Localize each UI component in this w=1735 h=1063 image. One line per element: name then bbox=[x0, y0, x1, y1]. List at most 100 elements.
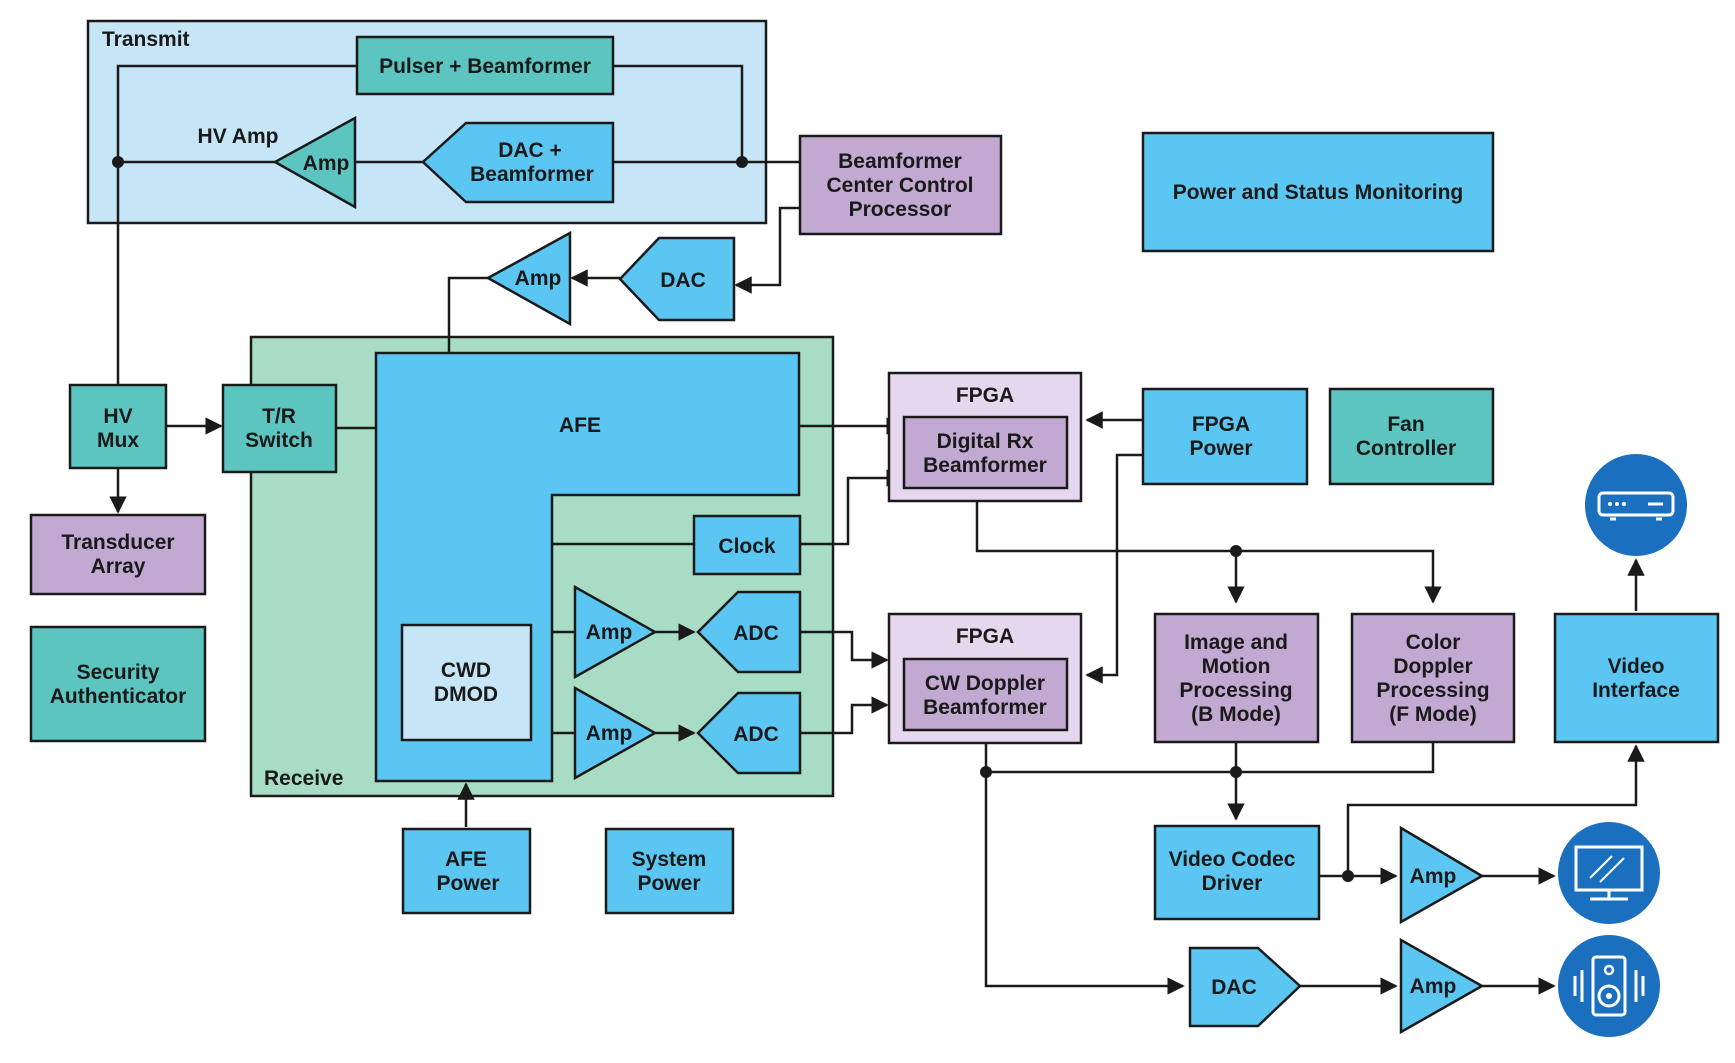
fpga-power-block bbox=[1141, 387, 1309, 486]
wire-adc1-cw bbox=[800, 630, 889, 669]
dac-bottom-label: DAC bbox=[1211, 976, 1257, 999]
amp-audio-text: Amp bbox=[1410, 975, 1457, 998]
amp-video-text: Amp bbox=[1410, 865, 1457, 888]
wire-fpgapower-cw bbox=[1085, 453, 1143, 684]
dac-label: DAC bbox=[660, 269, 706, 292]
fan-controller-block bbox=[1328, 387, 1495, 486]
transmit-label: Transmit bbox=[102, 28, 190, 51]
tr-switch-label-2: Switch bbox=[245, 429, 313, 452]
codec-label-2: Driver bbox=[1202, 872, 1263, 895]
fpga-2-label: FPGA bbox=[956, 625, 1014, 648]
dac-beamformer-block bbox=[421, 121, 615, 204]
cwd-dmod-label-2: DMOD bbox=[434, 683, 498, 706]
afe-power-label-1: AFE bbox=[445, 848, 487, 871]
color-label-2: Doppler bbox=[1393, 655, 1472, 678]
hv-mux-label-1: HV bbox=[103, 405, 132, 428]
set-top-box-icon bbox=[1585, 454, 1687, 556]
junction-dot bbox=[112, 156, 124, 168]
wire-pulser-loop bbox=[116, 64, 357, 413]
color-label-4: (F Mode) bbox=[1389, 703, 1476, 726]
bccp-label-1: Beamformer bbox=[838, 150, 962, 173]
afe-label: AFE bbox=[559, 414, 601, 437]
dac-block-bottom bbox=[1188, 946, 1302, 1028]
cwbf-label-2: Beamformer bbox=[923, 696, 1047, 719]
video-if-label-1: Video bbox=[1608, 655, 1665, 678]
system-power-label-2: Power bbox=[637, 872, 700, 895]
hv-amp-triangle bbox=[272, 115, 357, 210]
junction-dot bbox=[736, 156, 748, 168]
tr-switch-label-1: T/R bbox=[262, 405, 296, 428]
color-label-1: Color bbox=[1406, 631, 1461, 654]
dac-block bbox=[618, 236, 736, 322]
img-label-2: Motion bbox=[1202, 655, 1271, 678]
fpga-power-label-1: FPGA bbox=[1192, 413, 1250, 436]
transducer-label-1: Transducer bbox=[61, 531, 174, 554]
wire-amp-afe bbox=[447, 276, 488, 353]
afe-power-block bbox=[401, 827, 532, 915]
hv-amp-text: Amp bbox=[303, 152, 350, 175]
amp-tx-text: Amp bbox=[515, 267, 562, 290]
junction-dot bbox=[980, 766, 992, 778]
monitor-icon bbox=[1558, 822, 1660, 924]
video-if-label-2: Interface bbox=[1592, 679, 1680, 702]
security-label-1: Security bbox=[77, 661, 160, 684]
image-motion-processing-block bbox=[1153, 612, 1320, 744]
speaker-icon bbox=[1558, 935, 1660, 1037]
wire-bccp-dac bbox=[734, 206, 800, 294]
cw-doppler-beamformer-block bbox=[902, 657, 1069, 732]
fpga-1-label: FPGA bbox=[956, 384, 1014, 407]
hv-mux-block bbox=[68, 383, 168, 470]
amp-rx-1-text: Amp bbox=[586, 621, 633, 644]
pulser-beamformer-label: Pulser + Beamformer bbox=[379, 55, 591, 78]
drx-label-2: Beamformer bbox=[923, 454, 1047, 477]
amp-rx-2-text: Amp bbox=[586, 722, 633, 745]
pulser-beamformer-block bbox=[355, 35, 615, 96]
receive-label: Receive bbox=[264, 767, 343, 790]
cwbf-label-1: CW Doppler bbox=[925, 672, 1045, 695]
wire-adc2-cw bbox=[800, 696, 889, 735]
system-power-block bbox=[604, 827, 735, 915]
clock-label: Clock bbox=[718, 535, 776, 558]
system-power-label-1: System bbox=[632, 848, 707, 871]
color-doppler-processing-block bbox=[1350, 612, 1516, 744]
beamformer-center-control-processor bbox=[798, 134, 1003, 236]
color-label-3: Processing bbox=[1376, 679, 1489, 702]
dac-beamformer-label-2: Beamformer bbox=[470, 163, 594, 186]
cwd-dmod-block bbox=[400, 623, 533, 742]
img-label-3: Processing bbox=[1179, 679, 1292, 702]
fan-label-1: Fan bbox=[1387, 413, 1424, 436]
video-interface-block bbox=[1553, 612, 1720, 744]
bccp-label-3: Processor bbox=[849, 198, 952, 221]
wire-clock-drx bbox=[800, 469, 904, 546]
tr-switch-block bbox=[221, 383, 338, 474]
digital-rx-beamformer-block bbox=[902, 415, 1069, 490]
bccp-label-2: Center Control bbox=[827, 174, 974, 197]
amp-triangle-rx-2 bbox=[573, 685, 658, 781]
drx-label-1: Digital Rx bbox=[937, 430, 1034, 453]
afe-power-label-2: Power bbox=[436, 872, 499, 895]
cwd-dmod-label-1: CWD bbox=[441, 659, 491, 682]
img-label-1: Image and bbox=[1184, 631, 1288, 654]
junction-dot bbox=[1230, 545, 1242, 557]
wire-pulser-right bbox=[613, 64, 744, 162]
dac-beamformer-label-1: DAC + bbox=[498, 139, 562, 162]
adc-2-label: ADC bbox=[733, 723, 779, 746]
junction-dot bbox=[1342, 870, 1354, 882]
junction-dot bbox=[1230, 766, 1242, 778]
amp-triangle-audio bbox=[1399, 937, 1485, 1035]
security-authenticator-block bbox=[29, 625, 207, 743]
wire-codec-videoif bbox=[1346, 744, 1645, 876]
transducer-label-2: Array bbox=[91, 555, 146, 578]
codec-label-1: Video Codec bbox=[1169, 848, 1296, 871]
fpga-power-label-2: Power bbox=[1189, 437, 1252, 460]
video-codec-driver-block bbox=[1153, 824, 1321, 921]
hv-mux-label-2: Mux bbox=[97, 429, 139, 452]
fan-label-2: Controller bbox=[1356, 437, 1456, 460]
img-label-4: (B Mode) bbox=[1191, 703, 1281, 726]
adc-1-label: ADC bbox=[733, 622, 779, 645]
amp-triangle-rx-1 bbox=[573, 584, 658, 680]
power-status-monitoring-block bbox=[1141, 131, 1495, 253]
clock-block bbox=[692, 514, 802, 576]
security-label-2: Authenticator bbox=[50, 685, 187, 708]
